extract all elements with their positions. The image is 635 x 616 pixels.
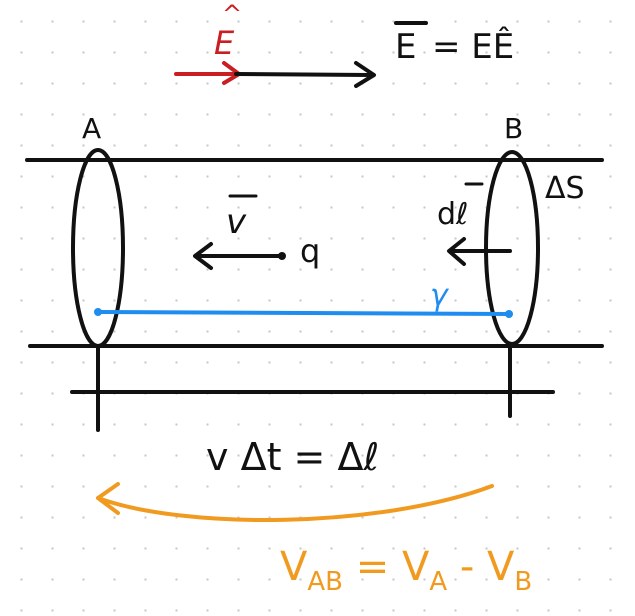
velocity-label: v (226, 202, 247, 242)
field-equation-rhs: = EÊ (432, 26, 514, 67)
cross-section-a (71, 148, 125, 348)
voltage-v-ab: V (280, 544, 308, 590)
charge-label: q (300, 232, 320, 270)
displacement-relation: v Δt = Δℓ (206, 435, 379, 479)
voltage-arrowhead (96, 482, 120, 515)
field-direction-line (234, 72, 372, 77)
arrow-right-icon (354, 61, 376, 88)
cross-section-b (484, 150, 540, 346)
arrow-left-icon (447, 237, 466, 266)
endpoint-a-label: A (82, 112, 101, 145)
path-start-dot (94, 308, 102, 316)
surface-delta-s-label: ΔS (545, 171, 585, 206)
voltage-sub-ab: AB (307, 567, 343, 597)
voltage-sub-b: B (514, 567, 532, 597)
charge-dot (278, 252, 286, 260)
field-equation-lhs: E (395, 27, 416, 67)
path-end-dot (505, 310, 513, 318)
path-gamma-line (96, 310, 511, 316)
voltage-minus-v-b: - V (447, 544, 515, 590)
voltage-equals-v-a: = V (343, 544, 430, 590)
field-arrow (174, 61, 376, 88)
line-element-label: dℓ (437, 197, 468, 232)
arrow-left-icon (193, 242, 213, 270)
path-gamma-label: γ (430, 278, 450, 313)
endpoint-b-label: B (504, 112, 523, 145)
voltage-relation: VAB = VA - VB (280, 544, 532, 597)
unit-vector-label: E (214, 24, 235, 62)
curved-arrow-left-icon (96, 484, 494, 522)
voltage-sub-a: A (429, 567, 447, 597)
unit-vector-hat: ^ (222, 0, 242, 28)
